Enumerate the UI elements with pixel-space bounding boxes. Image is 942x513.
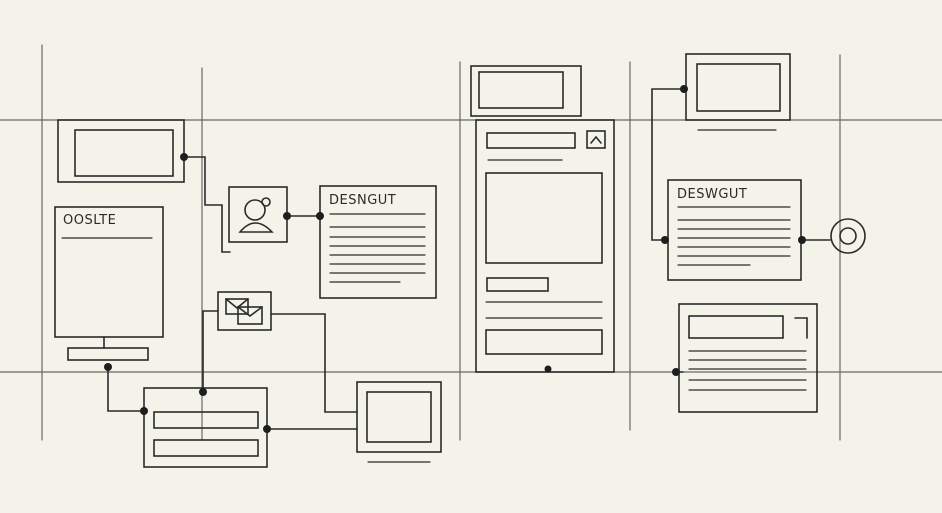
connector-top-frame-to-profile xyxy=(183,156,231,253)
left-card xyxy=(54,206,164,361)
connector-mail-to-window xyxy=(270,313,358,413)
left-card-stand xyxy=(67,347,149,361)
chevron-up-icon xyxy=(590,135,602,144)
bottom-form-panel xyxy=(143,387,268,468)
connector-mail-to-form xyxy=(202,310,219,393)
left-top-frame xyxy=(57,119,185,183)
circle-target-icon xyxy=(830,218,866,254)
user-profile-icon xyxy=(228,186,288,243)
right-document-title: DESWGUT xyxy=(677,187,748,202)
right-bottom-panel xyxy=(678,303,818,413)
center-top-frame xyxy=(470,65,582,117)
bottom-window xyxy=(356,381,442,463)
left-card-title: OOSLTE xyxy=(63,213,117,228)
connector-card-to-form xyxy=(107,366,145,412)
right-document xyxy=(667,179,802,281)
center-phone-mockup xyxy=(475,119,615,373)
connectors xyxy=(107,88,831,430)
right-top-frame xyxy=(685,53,791,131)
connection-dots xyxy=(104,85,806,433)
connector-rightframe-to-doc xyxy=(651,88,685,241)
middle-document-title: DESNGUT xyxy=(329,193,397,208)
envelope-icon xyxy=(217,291,272,331)
middle-document xyxy=(319,185,437,299)
